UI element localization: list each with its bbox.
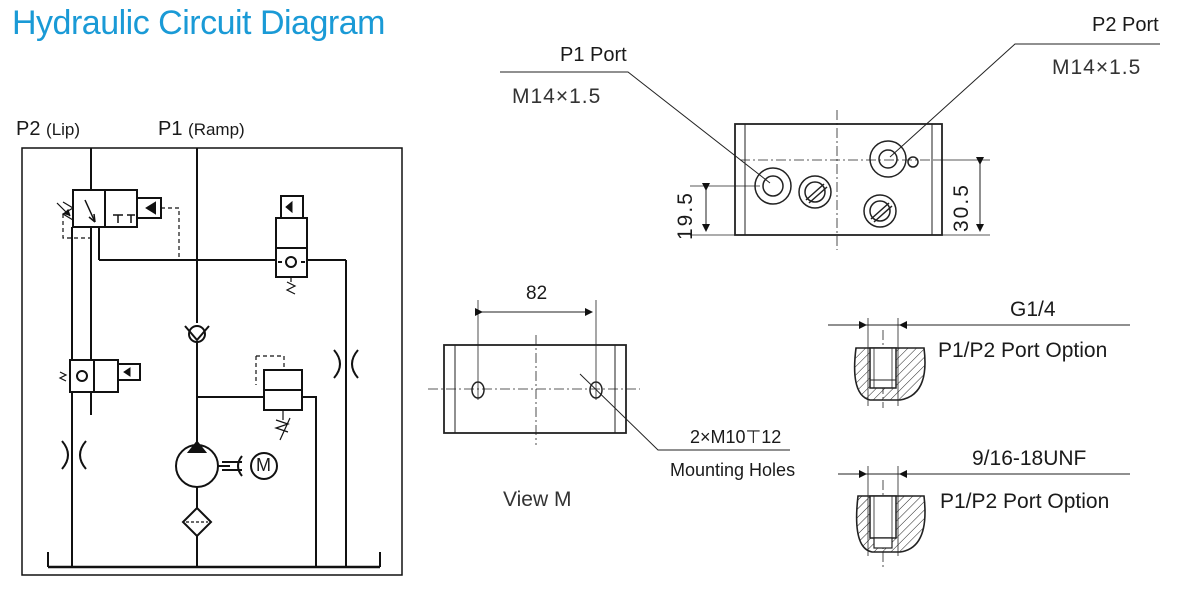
port-option-1-thread: G1/4 bbox=[1010, 298, 1056, 321]
dim-30-5: 30.5 bbox=[950, 183, 973, 232]
port-option-unf-drawing bbox=[838, 466, 1130, 568]
view-m bbox=[428, 300, 790, 451]
check-valve-p1 bbox=[184, 325, 210, 343]
filter bbox=[181, 506, 213, 538]
pump bbox=[175, 440, 243, 488]
holes-spec: 2×M10⊤12 bbox=[690, 427, 782, 447]
p2-note: (Lip) bbox=[46, 120, 81, 139]
p2-thread: M14×1.5 bbox=[1052, 56, 1142, 79]
motor-letter: M bbox=[256, 455, 271, 475]
hydraulic-circuit bbox=[21, 147, 403, 576]
p1-label: P1 (Ramp) bbox=[158, 118, 245, 141]
p1-port-label: P1 Port bbox=[560, 44, 627, 66]
p2-port-label: P2 Port bbox=[1092, 14, 1159, 36]
solenoid-valve-left bbox=[58, 359, 141, 393]
dim-19-5: 19.5 bbox=[674, 191, 697, 240]
block-top-view bbox=[500, 43, 1160, 250]
p2-label-text: P2 bbox=[16, 118, 41, 140]
mounting-holes-label: Mounting Holes bbox=[670, 460, 796, 480]
motor bbox=[250, 452, 278, 480]
throttle-right bbox=[333, 349, 359, 379]
circuit-frame bbox=[21, 147, 403, 576]
p1-note: (Ramp) bbox=[188, 120, 245, 139]
relief-valve bbox=[197, 355, 317, 567]
port-option-g14-drawing bbox=[828, 318, 1130, 408]
dim-82: 82 bbox=[526, 283, 548, 304]
p1-thread: M14×1.5 bbox=[512, 85, 602, 108]
port-option-1-label: P1/P2 Port Option bbox=[938, 339, 1108, 362]
port-option-2-label: P1/P2 Port Option bbox=[940, 490, 1110, 513]
check-valve-right bbox=[275, 195, 308, 295]
throttle-left bbox=[61, 440, 87, 470]
p2-label: P2 (Lip) bbox=[16, 118, 80, 141]
p1-label-text: P1 bbox=[158, 118, 183, 140]
directional-valve-top bbox=[56, 189, 180, 260]
diagram-title: Hydraulic Circuit Diagram bbox=[12, 4, 385, 42]
view-m-label: View M bbox=[503, 488, 572, 511]
port-option-2-thread: 9/16-18UNF bbox=[972, 447, 1087, 470]
